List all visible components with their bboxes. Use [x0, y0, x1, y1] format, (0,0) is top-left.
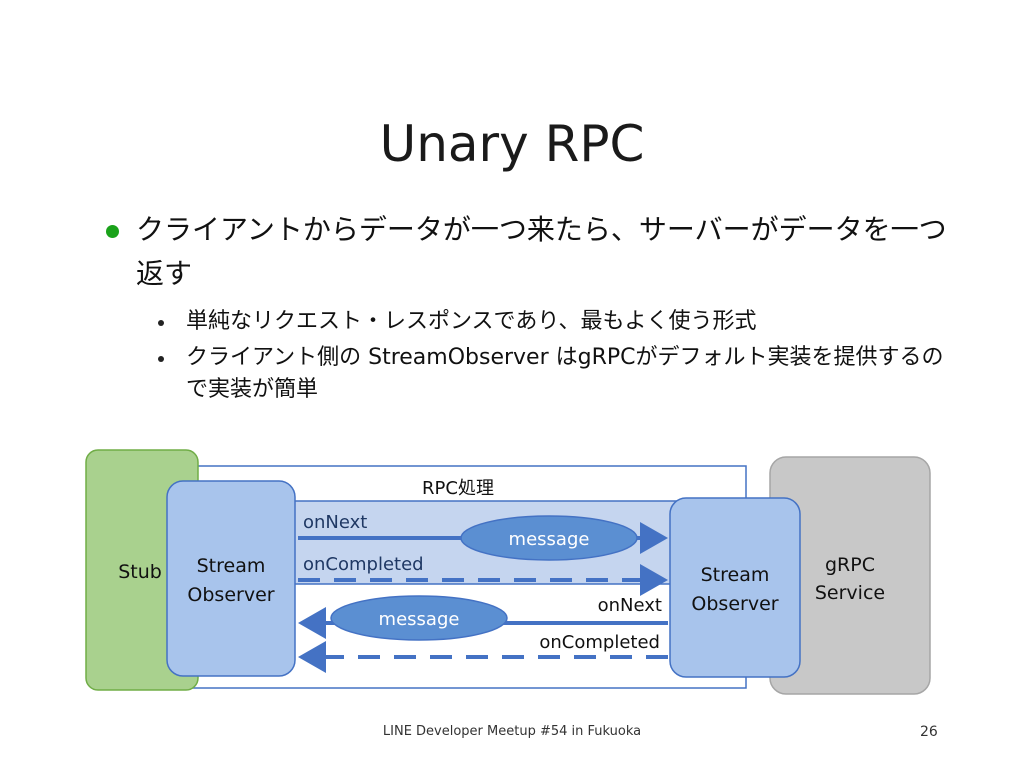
server-stream-observer-box: [669, 497, 801, 678]
bullet-dot-icon: [106, 225, 119, 238]
sub-bullet-dot-icon: [158, 320, 164, 326]
server-observer-label-line2: Observer: [691, 593, 778, 615]
sub-bullet-item: クライアント側の StreamObserver はgRPCがデフォルト実装を提供…: [156, 342, 964, 406]
request-onnext-label: onNext: [303, 512, 367, 533]
request-message-label: message: [509, 529, 590, 550]
client-observer-label-line1: Stream: [197, 555, 266, 577]
bullet-list: クライアントからデータが一つ来たら、サーバーがデータを一つ返す 単純なリクエスト…: [104, 208, 964, 410]
request-oncompleted-label: onCompleted: [303, 554, 424, 575]
server-observer-label-line1: Stream: [701, 564, 770, 586]
response-message-ellipse: [330, 595, 508, 641]
sub-bullet-list: 単純なリクエスト・レスポンスであり、最もよく使う形式 クライアント側の Stre…: [104, 306, 964, 406]
service-label-line1: gRPC: [825, 554, 875, 576]
bullet-item: クライアントからデータが一つ来たら、サーバーがデータを一つ返す: [104, 208, 964, 296]
page-number: 26: [920, 724, 938, 740]
service-label-line2: Service: [815, 582, 885, 604]
response-message-label: message: [379, 609, 460, 630]
response-oncompleted-label: onCompleted: [539, 632, 660, 653]
slide-title: Unary RPC: [379, 115, 645, 173]
request-message-ellipse: [460, 515, 638, 561]
sub-bullet-text: 単純なリクエスト・レスポンスであり、最もよく使う形式: [186, 309, 757, 334]
client-stream-observer-box: [166, 480, 296, 677]
client-observer-label-line2: Observer: [187, 584, 274, 606]
response-onnext-label: onNext: [598, 595, 662, 616]
sub-bullet-dot-icon: [158, 356, 164, 362]
sub-bullet-text: クライアント側の StreamObserver はgRPCがデフォルト実装を提供…: [186, 345, 944, 402]
rpc-label: RPC処理: [422, 478, 494, 499]
sub-bullet-item: 単純なリクエスト・レスポンスであり、最もよく使う形式: [156, 306, 964, 338]
bullet-text: クライアントからデータが一つ来たら、サーバーがデータを一つ返す: [136, 213, 947, 290]
stub-label: Stub: [118, 561, 162, 583]
footer-text: LINE Developer Meetup #54 in Fukuoka: [382, 724, 642, 739]
